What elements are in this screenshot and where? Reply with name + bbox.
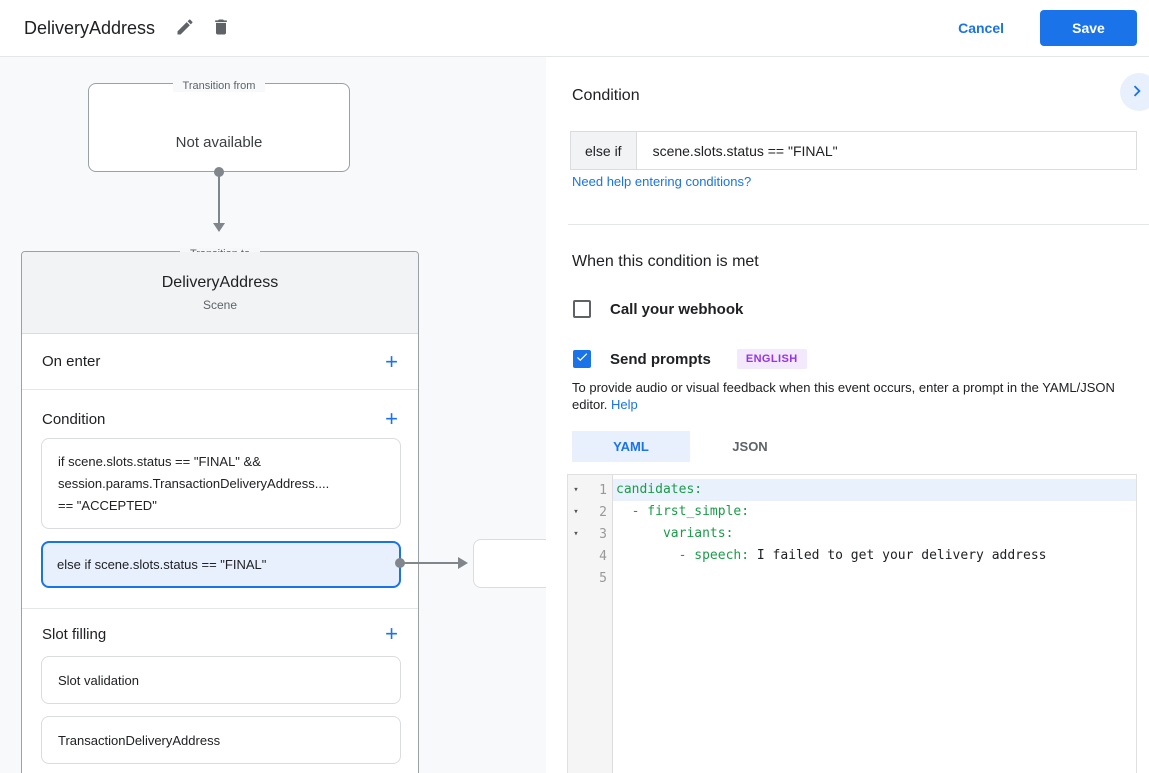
add-condition-button[interactable]: +	[381, 408, 402, 430]
scene-type-label: Scene	[202, 298, 238, 312]
connector-dot	[395, 558, 405, 568]
code-line	[613, 567, 1136, 589]
gutter-line: ▾3	[568, 523, 612, 545]
send-prompts-checkbox[interactable]	[573, 350, 591, 368]
slot-validation-item[interactable]: Slot validation	[41, 656, 401, 704]
collapse-panel-button[interactable]	[1120, 73, 1149, 111]
fold-arrow-icon[interactable]: ▾	[573, 507, 579, 517]
trash-icon	[211, 17, 231, 40]
connector-line-vertical	[218, 172, 220, 224]
line-number: 3	[599, 526, 607, 542]
description-text: editor.	[572, 397, 608, 412]
condition-text-line: else if scene.slots.status == "FINAL"	[57, 557, 267, 572]
line-number: 1	[599, 482, 607, 498]
condition-item-if[interactable]: if scene.slots.status == "FINAL" && sess…	[41, 438, 401, 529]
tab-yaml[interactable]: YAML	[572, 431, 690, 462]
fold-arrow-icon[interactable]: ▾	[573, 529, 579, 539]
language-badge: ENGLISH	[736, 349, 807, 369]
help-link[interactable]: Help	[611, 397, 638, 412]
checkmark-icon	[575, 350, 589, 369]
prompt-description: To provide audio or visual feedback when…	[572, 379, 1138, 413]
scene-name: DeliveryAddress	[161, 274, 279, 291]
code-line: - first_simple:	[616, 504, 750, 519]
description-text: To provide audio or visual feedback when…	[572, 380, 1115, 395]
condition-expression-input[interactable]	[636, 132, 1136, 169]
arrow-right-icon	[458, 557, 468, 569]
editor-format-tabs: YAML JSON	[572, 431, 810, 462]
slot-transaction-item[interactable]: TransactionDeliveryAddress	[41, 716, 401, 764]
line-number: 4	[599, 548, 607, 564]
gutter-line: 5	[568, 567, 612, 589]
transition-from-node[interactable]: Transition from Not available	[88, 80, 350, 172]
line-number: 5	[599, 570, 607, 586]
pencil-icon	[175, 17, 195, 40]
condition-item-elseif-selected[interactable]: else if scene.slots.status == "FINAL"	[41, 541, 401, 588]
gutter-line: ▾1	[568, 479, 612, 501]
code-line: variants:	[616, 526, 734, 541]
slot-filling-label: Slot filling	[42, 625, 107, 643]
webhook-checkbox[interactable]	[573, 300, 591, 318]
code-line: - speech: I failed to get your delivery …	[616, 548, 1047, 563]
send-prompts-check-row[interactable]: Send prompts ENGLISH	[573, 349, 807, 369]
chevron-right-icon	[1120, 80, 1148, 105]
slot-filling-section-header: Slot filling +	[22, 608, 418, 660]
page-title: DeliveryAddress	[24, 17, 156, 38]
on-enter-label: On enter	[42, 353, 101, 370]
condition-expression-row: else if	[570, 131, 1137, 170]
condition-text-line: session.params.TransactionDeliveryAddres…	[58, 476, 330, 491]
slot-item-label: Slot validation	[58, 672, 139, 688]
transition-target-node[interactable]	[473, 539, 546, 588]
edit-scene-button[interactable]	[167, 10, 203, 46]
code-line: candidates:	[613, 479, 1136, 501]
scene-card-header[interactable]: DeliveryAddress Scene	[22, 252, 418, 334]
add-slot-button[interactable]: +	[381, 623, 402, 645]
condition-section-label: Condition	[42, 410, 106, 428]
send-prompts-label: Send prompts	[610, 350, 711, 368]
panel-divider	[568, 224, 1149, 225]
gutter-line: ▾2	[568, 501, 612, 523]
save-button[interactable]: Save	[1040, 10, 1137, 46]
webhook-check-row[interactable]: Call your webhook	[573, 300, 743, 318]
condition-met-section-title: When this condition is met	[572, 253, 759, 270]
arrow-down-icon	[213, 223, 225, 232]
scene-card: Transition to DeliveryAddress Scene On e…	[21, 248, 419, 773]
condition-text-line: if scene.slots.status == "FINAL" &&	[58, 454, 261, 469]
delete-scene-button[interactable]	[203, 10, 239, 46]
cancel-button[interactable]: Cancel	[958, 20, 1004, 36]
webhook-label: Call your webhook	[610, 300, 744, 318]
condition-text-line: == "ACCEPTED"	[58, 498, 157, 513]
section-divider	[22, 608, 418, 609]
panel-title: Condition	[572, 87, 640, 104]
condition-detail-panel: Condition else if Need help entering con…	[546, 57, 1149, 773]
transition-from-content: Not available	[175, 134, 263, 151]
slot-item-label: TransactionDeliveryAddress	[58, 732, 221, 748]
header: DeliveryAddress Cancel Save	[0, 0, 1149, 57]
condition-section-header: Condition +	[22, 390, 418, 448]
gutter-line: 4	[568, 545, 612, 567]
on-enter-row: On enter +	[22, 334, 418, 390]
condition-keyword-label: else if	[571, 132, 637, 169]
scene-diagram-canvas: Transition from Not available Transition…	[0, 57, 546, 773]
connector-line-horizontal	[404, 562, 458, 564]
fold-arrow-icon[interactable]: ▾	[573, 485, 579, 495]
line-number: 2	[599, 504, 607, 520]
editor-code-area[interactable]: candidates: - first_simple: variants: - …	[613, 475, 1136, 773]
add-on-enter-button[interactable]: +	[381, 350, 402, 372]
condition-help-link[interactable]: Need help entering conditions?	[572, 174, 752, 189]
tab-json[interactable]: JSON	[690, 431, 810, 462]
transition-from-legend: Transition from	[89, 76, 349, 94]
